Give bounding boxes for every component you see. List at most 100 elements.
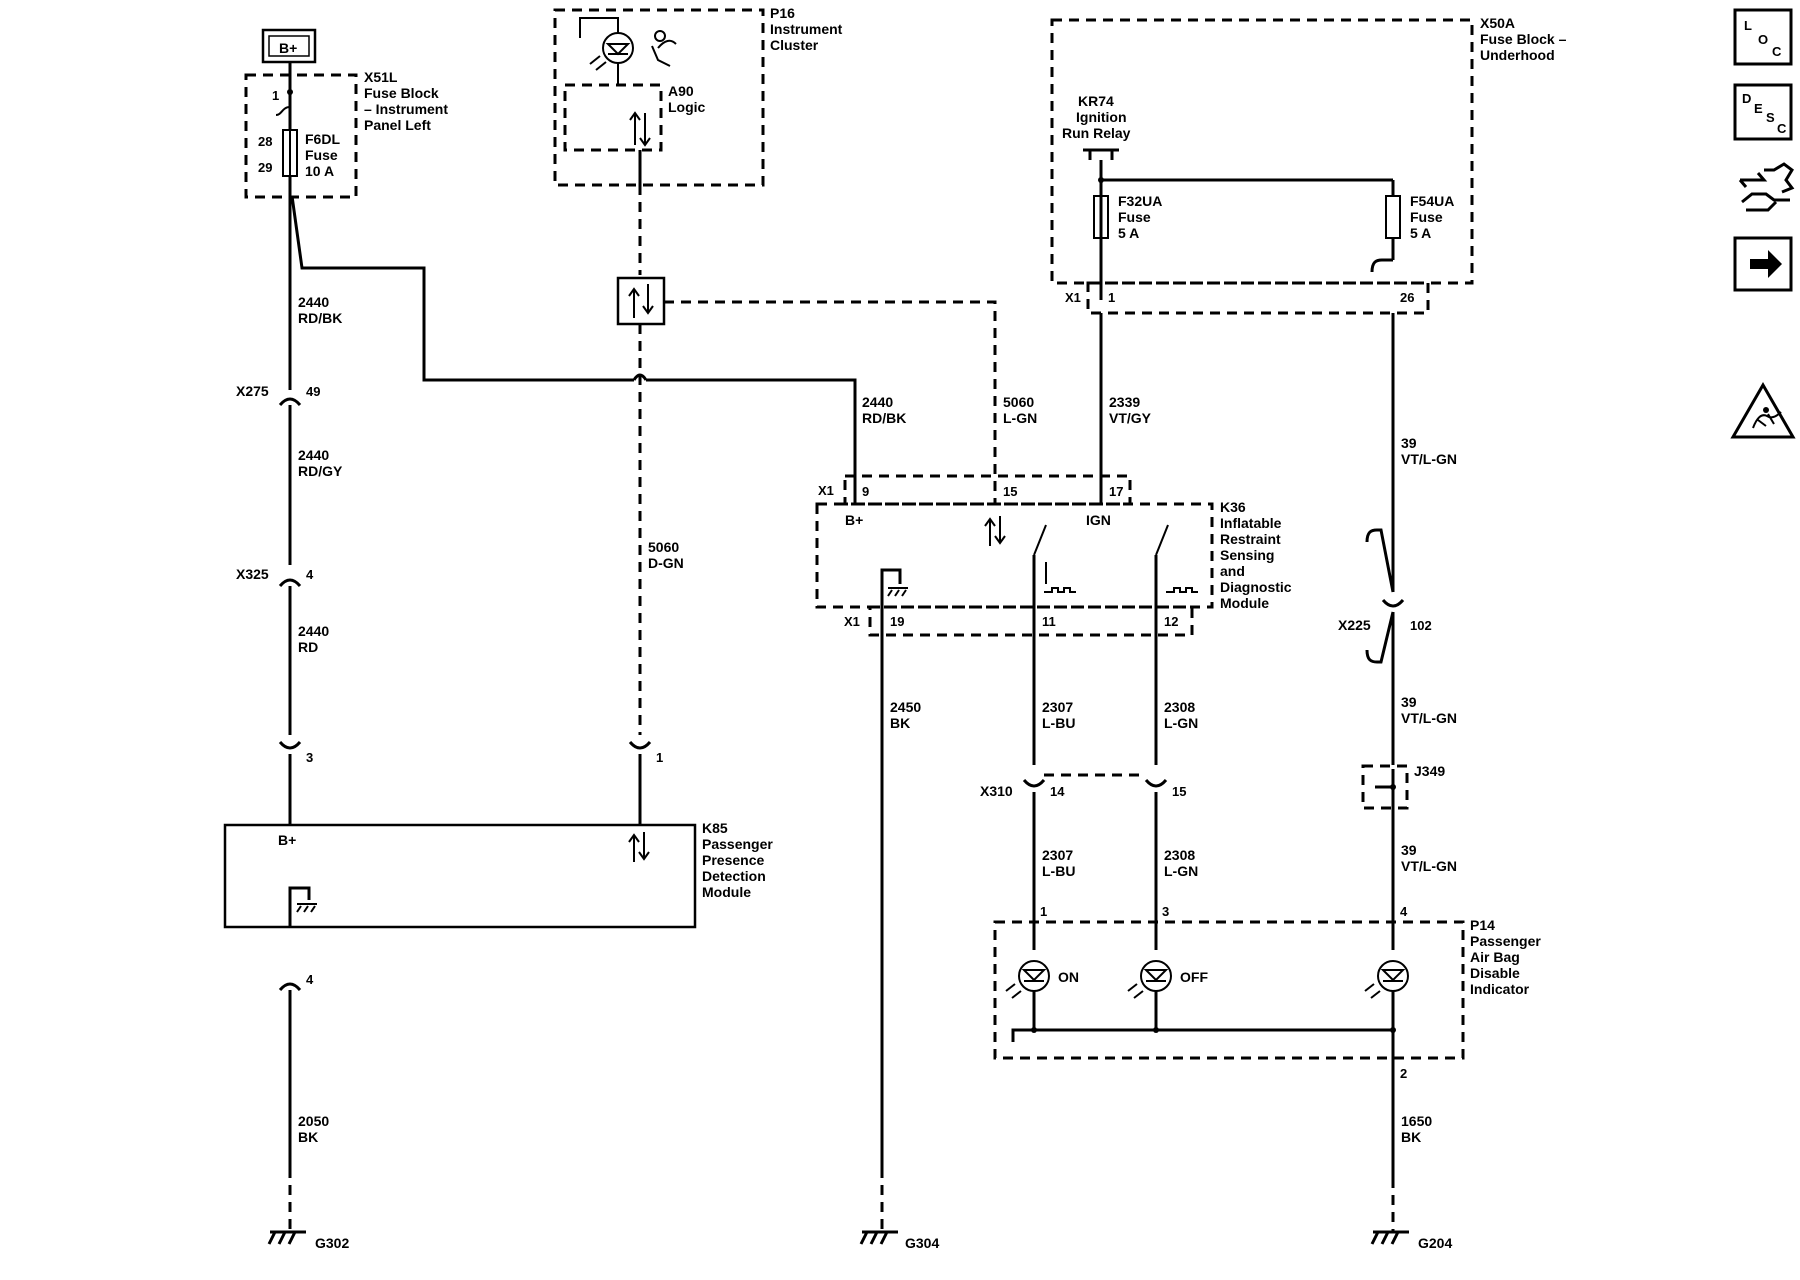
k36-desc-2: Restraint (1220, 531, 1281, 547)
p14-name: P14 (1470, 917, 1495, 933)
p14-pin-1: 1 (1040, 904, 1047, 919)
fuse-f6dl-rating: 10 A (305, 163, 334, 179)
k36-ground-icon (887, 587, 908, 597)
wire-w3-num: 2440 (298, 623, 329, 639)
k85-name: K85 (702, 820, 728, 836)
desc-button[interactable]: D E S C (1733, 83, 1793, 141)
k36-conn-top: X1 (818, 483, 834, 498)
wire-w11-num: 2450 (890, 699, 921, 715)
ground-g204-label: G204 (1418, 1235, 1452, 1251)
k36-conn-bottom: X1 (844, 614, 860, 629)
x51l-pin-28: 28 (258, 134, 272, 149)
wire-w12-num: 2307 (1042, 699, 1073, 715)
wire-w7-color: D-GN (648, 555, 684, 571)
p14-desc-2: Air Bag (1470, 949, 1520, 965)
fuse-f32ua-label: F32UA (1118, 193, 1162, 209)
k36-pin-15: 15 (1003, 484, 1017, 499)
led-off-label: OFF (1180, 969, 1208, 985)
x51l-desc-2: – Instrument (364, 101, 448, 117)
wire-w15-num: 2308 (1164, 847, 1195, 863)
connector-k85-gnd-icon (278, 982, 302, 992)
fuse-f6dl-label: F6DL (305, 131, 340, 147)
k36-driver-on-icon (1033, 524, 1047, 584)
wire-w2-color: RD/GY (298, 463, 343, 479)
wire-w16-num: 2050 (298, 1113, 329, 1129)
x50a-desc-1: Fuse Block – (1480, 31, 1567, 47)
k36-name: K36 (1220, 499, 1246, 515)
esd-warning-icon[interactable] (1730, 381, 1796, 439)
fuse-f32ua-word: Fuse (1118, 209, 1151, 225)
k36-pin-12: 12 (1164, 614, 1178, 629)
k85-desc-1: Passenger (702, 836, 773, 852)
k36-pin-17: 17 (1109, 484, 1123, 499)
ground-g302-icon (267, 1230, 306, 1245)
wire-w8-num: 39 (1401, 435, 1417, 451)
wire-w11-color: BK (890, 715, 910, 731)
fuse-f54ua-label: F54UA (1410, 193, 1454, 209)
k85-pin-1: 1 (656, 750, 663, 765)
k36-bplus-label: B+ (845, 512, 863, 528)
k85-data-arrows-icon (628, 832, 650, 862)
k36-pin-9: 9 (862, 484, 869, 499)
connector-x275-icon (278, 397, 302, 407)
wire-w14-num: 2307 (1042, 847, 1073, 863)
fuse-f54ua-rating: 5 A (1410, 225, 1431, 241)
connector-k85-bplus-icon (278, 740, 302, 750)
relay-kr74-desc-2: Run Relay (1062, 125, 1131, 141)
k36-desc-1: Inflatable (1220, 515, 1282, 531)
ground-g304-icon (859, 1230, 898, 1245)
led-on-icon (1018, 960, 1050, 992)
led-on-label: ON (1058, 969, 1079, 985)
wire-w10-num: 39 (1401, 842, 1417, 858)
connector-x310-icon (1022, 778, 1168, 788)
ground-g204: G204 (1370, 1230, 1452, 1251)
wire-w2-num: 2440 (298, 447, 329, 463)
x50a-pin-1: 1 (1108, 290, 1115, 305)
wire-w17-num: 1650 (1401, 1113, 1432, 1129)
k36-ign-label: IGN (1086, 512, 1111, 528)
wire-w4-num: 2440 (862, 394, 893, 410)
k36-driver-off-icon (1155, 524, 1169, 556)
wire-w9-num: 39 (1401, 694, 1417, 710)
connector-x310-pin-15: 15 (1172, 784, 1186, 799)
wire-w16-color: BK (298, 1129, 318, 1145)
ground-g304-label: G304 (905, 1235, 939, 1251)
x50a-pin-26: 26 (1400, 290, 1414, 305)
connector-icon[interactable] (1738, 162, 1795, 212)
wire-w1-color: RD/BK (298, 310, 342, 326)
led-indicator-icon (1377, 960, 1409, 992)
k36-data-arrows-icon (984, 516, 1006, 546)
connector-x275-pin: 49 (306, 384, 320, 399)
desc-letter-e: E (1754, 101, 1763, 116)
passenger-airbag-indicator-p14: 1 3 4 P14 Passenger Air Bag Disable Indi… (993, 904, 1541, 1081)
battery-label: B+ (279, 40, 297, 56)
data-splice-box (616, 276, 666, 326)
wire-w13-num: 2308 (1164, 699, 1195, 715)
connector-k85-data-icon (628, 740, 652, 750)
connector-x225-label: X225 (1338, 617, 1371, 633)
k36-pin-19: 19 (890, 614, 904, 629)
connector-x325-icon (278, 578, 302, 588)
k36-pin-11: 11 (1042, 614, 1056, 629)
loc-button[interactable]: L O C (1733, 8, 1793, 66)
wire-w7-num: 5060 (648, 539, 679, 555)
splice-j349 (1361, 764, 1409, 810)
next-arrow-icon[interactable] (1733, 236, 1793, 292)
relay-kr74-name: KR74 (1078, 93, 1114, 109)
connector-x225-icon (1365, 528, 1395, 593)
fuse-f6dl-word: Fuse (305, 147, 338, 163)
wire-w5-num: 5060 (1003, 394, 1034, 410)
desc-letter-d: D (1742, 91, 1751, 106)
loc-letter-c: C (1772, 44, 1782, 59)
p16-desc-1: Instrument (770, 21, 843, 37)
wire-w17-color: BK (1401, 1129, 1421, 1145)
a90-desc: Logic (668, 99, 706, 115)
loc-letter-o: O (1758, 32, 1768, 47)
wire-w9-color: VT/L-GN (1401, 710, 1457, 726)
splice-j349-label: J349 (1414, 763, 1445, 779)
airbag-symbol-icon (654, 30, 666, 42)
wire-w5-color: L-GN (1003, 410, 1037, 426)
airbag-lamp-icon (602, 32, 634, 64)
wire-w12-color: L-BU (1042, 715, 1075, 731)
k36-desc-3: Sensing (1220, 547, 1274, 563)
